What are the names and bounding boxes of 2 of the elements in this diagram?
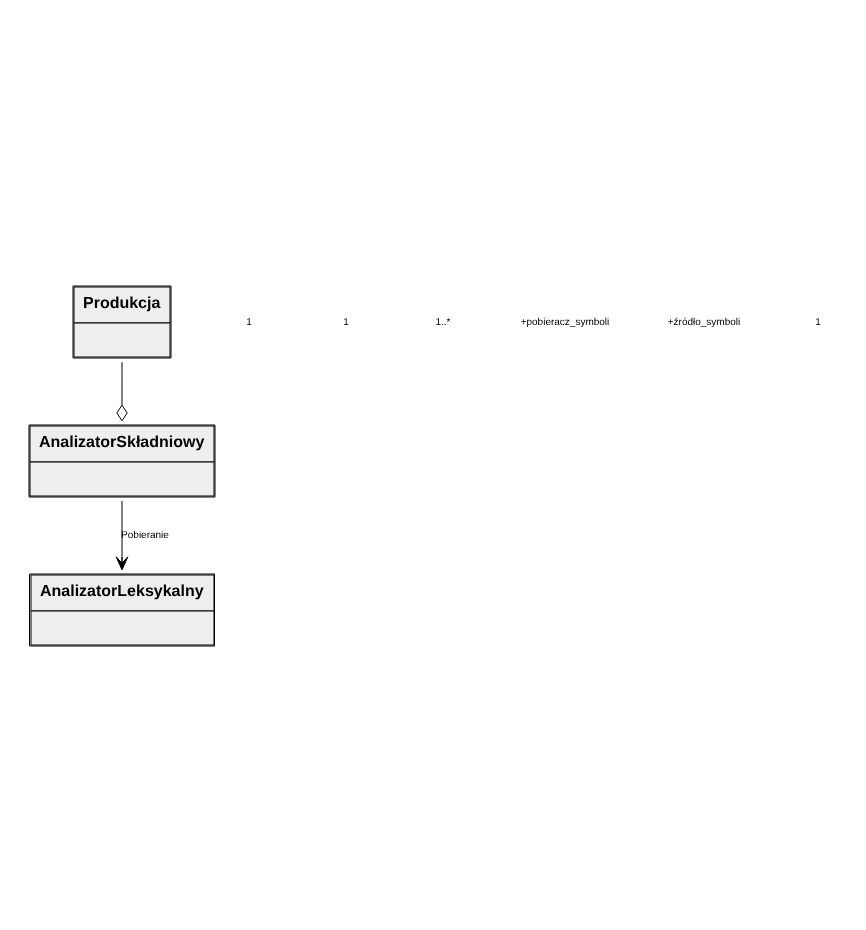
arrow [115,499,129,570]
connector [116,360,128,421]
